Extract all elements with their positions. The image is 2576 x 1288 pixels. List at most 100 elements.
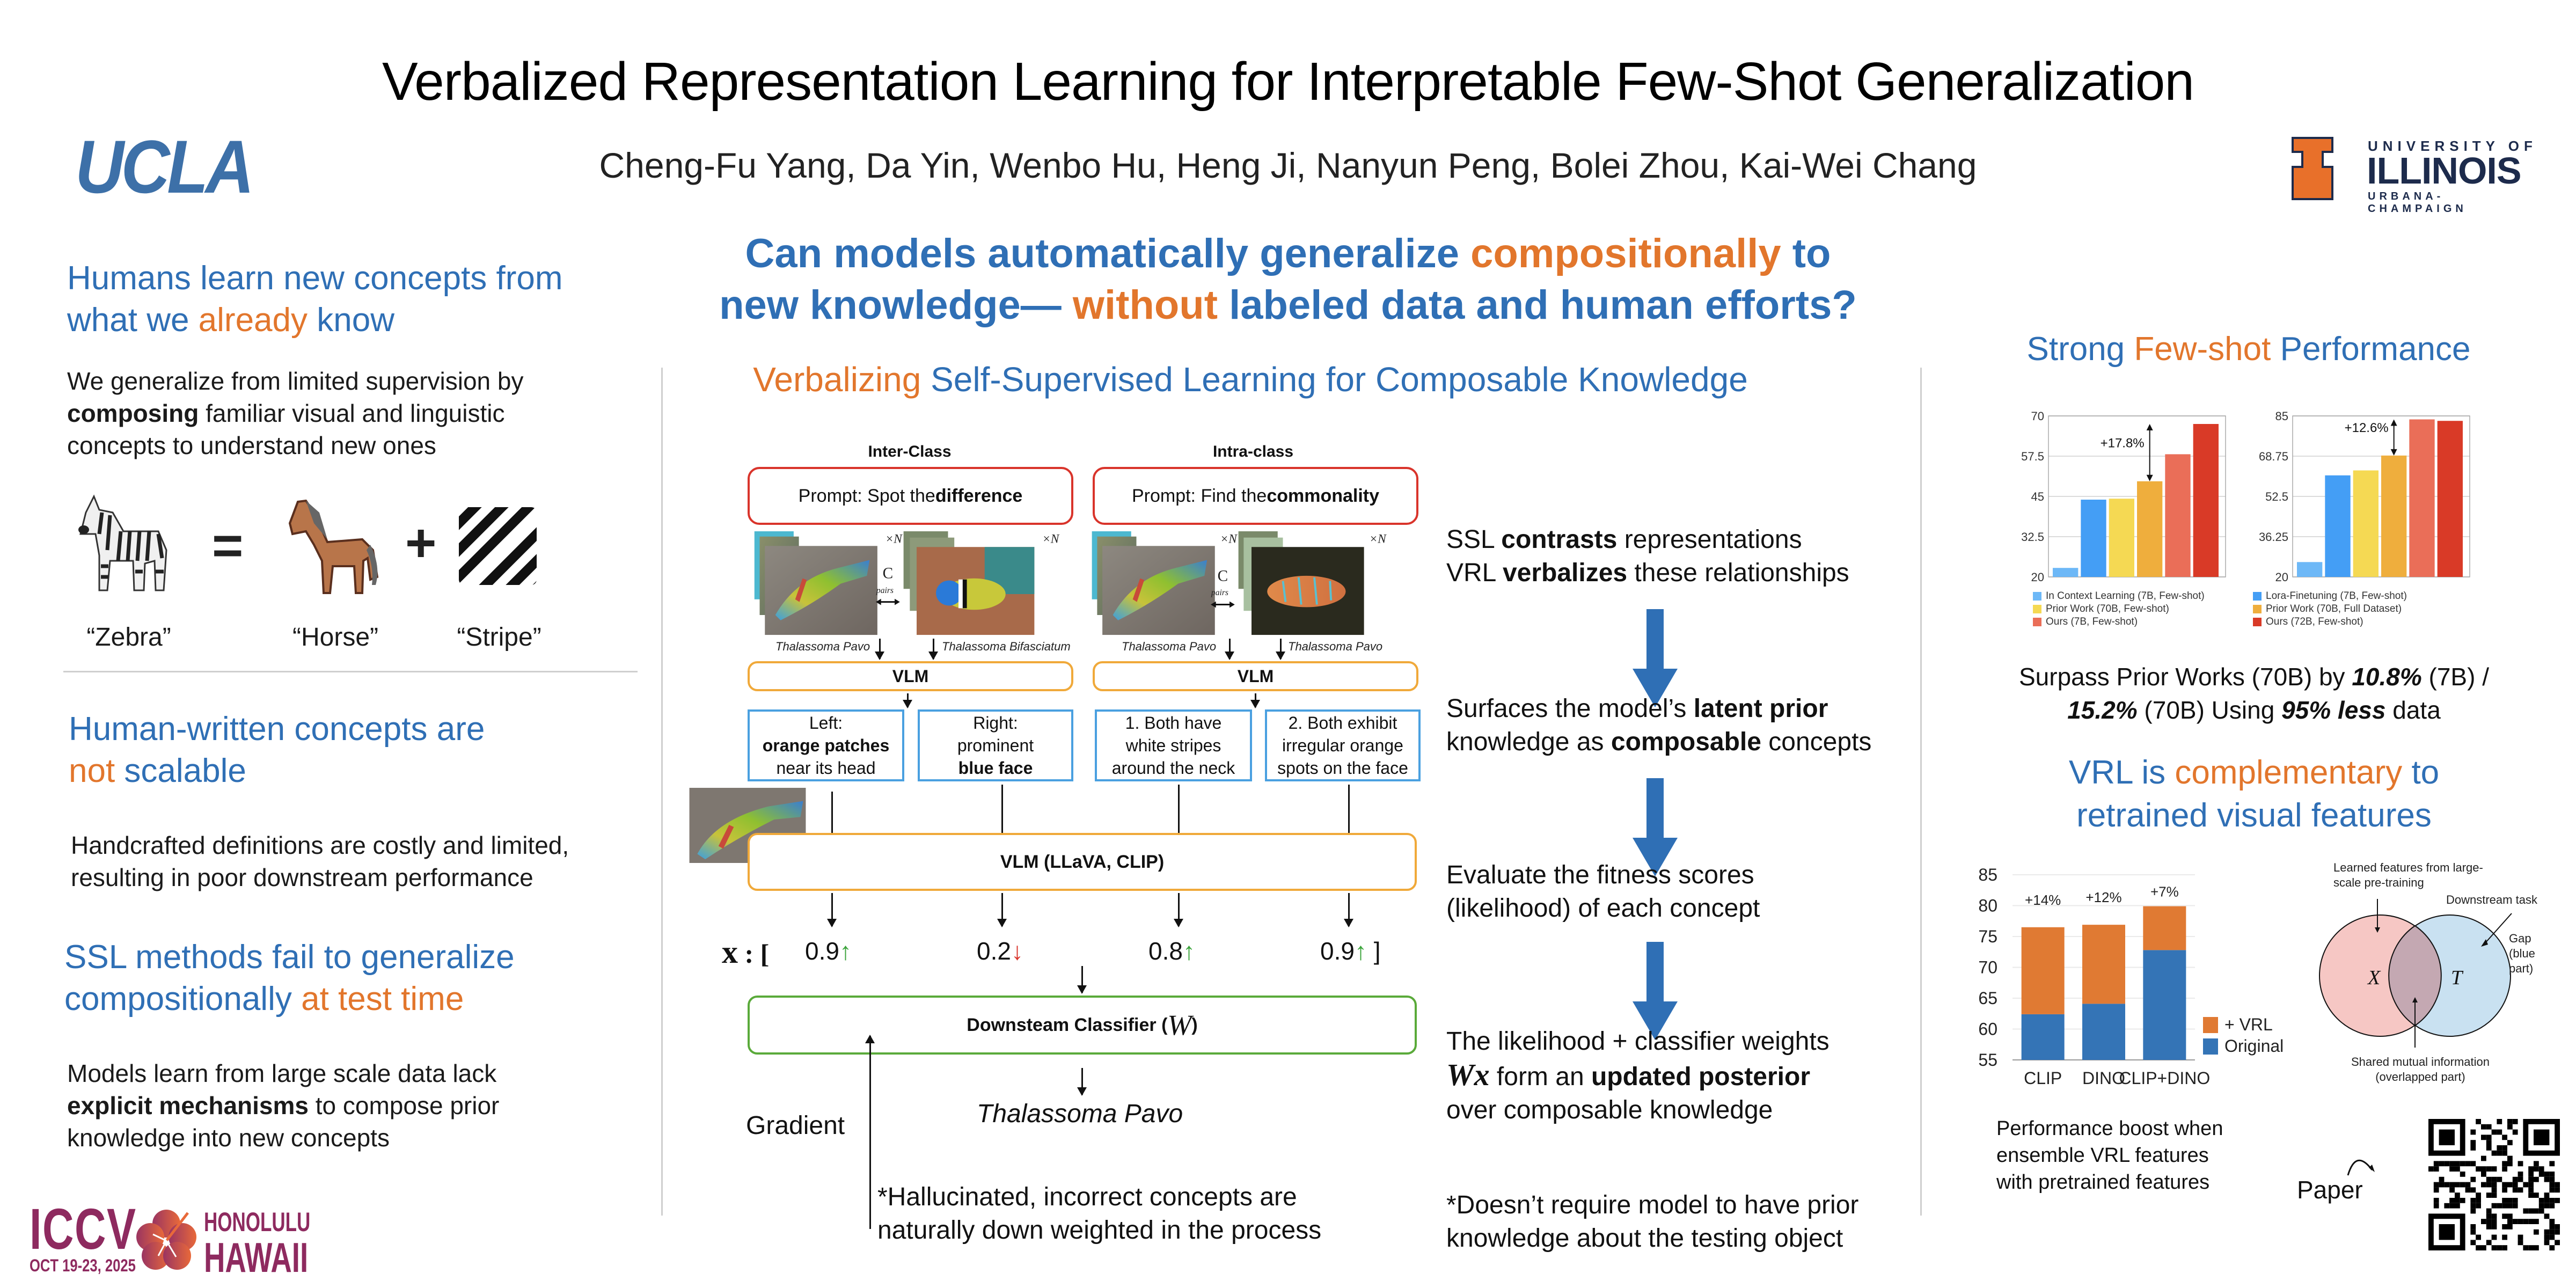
qr-module bbox=[2439, 1182, 2445, 1188]
concept-line: spots on the face bbox=[1277, 758, 1408, 778]
qr-module bbox=[2449, 1203, 2455, 1209]
classifier-text: Downsteam Classifier ( bbox=[967, 1014, 1168, 1035]
qr-module bbox=[2497, 1203, 2502, 1209]
qr-module bbox=[2549, 1182, 2555, 1188]
fish-caption-3: Thalassoma Pavo bbox=[1122, 640, 1217, 653]
y-tick-label: 65 bbox=[1978, 989, 1997, 1008]
qr-module bbox=[2523, 1208, 2529, 1214]
predicted-class: Thalassoma Pavo bbox=[977, 1100, 1183, 1128]
legend-label: Prior Work (70B, Full Dataset) bbox=[2266, 603, 2402, 614]
qr-module bbox=[2518, 1161, 2523, 1167]
boost-line: Performance boost when bbox=[1996, 1117, 2223, 1140]
step-text: VRL bbox=[1446, 559, 1503, 587]
qr-module bbox=[2502, 1245, 2507, 1250]
qr-module bbox=[2534, 1161, 2539, 1167]
step-text: SSL bbox=[1446, 525, 1502, 554]
bar-5 bbox=[2165, 454, 2191, 577]
qr-module bbox=[2502, 1166, 2507, 1172]
qr-module bbox=[2544, 1198, 2550, 1203]
qr-module bbox=[2470, 1203, 2476, 1209]
qr-module bbox=[2476, 1119, 2481, 1124]
score-value: 0.8 bbox=[1148, 937, 1183, 965]
summary-text: Surpass Prior Works (70B) by 10.8% (7B) … bbox=[1953, 660, 2555, 727]
heading-line: Humans learn new concepts from bbox=[67, 260, 563, 297]
step-text: (likelihood) of each concept bbox=[1446, 894, 1760, 923]
flow-arrow-down-icon bbox=[1633, 609, 1678, 707]
bar-1 bbox=[2053, 568, 2079, 577]
qr-module bbox=[2528, 1166, 2534, 1172]
qr-module bbox=[2491, 1176, 2497, 1182]
heading-text: to bbox=[2402, 754, 2440, 791]
qr-module bbox=[2544, 1229, 2550, 1235]
qr-module bbox=[2444, 1182, 2450, 1188]
bar-6 bbox=[2437, 421, 2463, 577]
qr-module bbox=[2497, 1129, 2502, 1135]
concept-line: Right: bbox=[973, 713, 1018, 733]
step-bold: latent prior bbox=[1693, 694, 1828, 723]
qr-module bbox=[2523, 1182, 2529, 1188]
body-humans-learn: We generalize from limited supervision b… bbox=[67, 365, 524, 462]
fish-stack-pavo-1 bbox=[754, 531, 877, 635]
zebra-icon bbox=[78, 494, 167, 591]
qr-module bbox=[2497, 1245, 2502, 1250]
qr-module bbox=[2470, 1176, 2476, 1182]
illinois-line1: UNIVERSITY OF bbox=[2368, 138, 2537, 154]
qr-module bbox=[2502, 1150, 2507, 1156]
gradient-arrow-head-icon bbox=[865, 1035, 875, 1043]
heading-line: SSL methods fail to generalize bbox=[64, 939, 515, 976]
y-tick-label: 57.5 bbox=[2021, 450, 2044, 463]
qr-module bbox=[2455, 1203, 2460, 1209]
qr-module bbox=[2544, 1213, 2550, 1219]
qr-module bbox=[2534, 1208, 2539, 1214]
gradient-label: Gradient bbox=[746, 1111, 845, 1140]
qr-module bbox=[2486, 1182, 2492, 1188]
arrow-down bbox=[1250, 693, 1260, 708]
pairs-symbol-2: C bbox=[1218, 568, 1228, 585]
bar-original-clip bbox=[2021, 1014, 2065, 1060]
central-question: Can models automatically generalize comp… bbox=[617, 228, 1959, 331]
concept-line: prominent bbox=[957, 736, 1034, 755]
times-n-1: ×N bbox=[885, 532, 903, 546]
annotation-arrow-head bbox=[2390, 449, 2397, 456]
down-arrow-icon: ↓ bbox=[1011, 937, 1023, 965]
qr-module bbox=[2534, 1219, 2539, 1224]
fish-caption-4: Thalassoma Pavo bbox=[1288, 640, 1383, 653]
qr-module bbox=[2449, 1198, 2455, 1203]
fish-stack-bifasciatum bbox=[903, 531, 1035, 635]
y-tick-label: 55 bbox=[1978, 1050, 1997, 1070]
body-human-written: Handcrafted definitions are costly and l… bbox=[71, 829, 569, 894]
bar-5 bbox=[2409, 419, 2435, 577]
venn-diagram bbox=[2319, 899, 2512, 1048]
qr-module bbox=[2502, 1198, 2507, 1203]
downstream-classifier-box: Downsteam Classifier (W) bbox=[748, 996, 1417, 1055]
heading-text: VRL is bbox=[2068, 754, 2175, 791]
qr-module bbox=[2476, 1245, 2481, 1250]
qr-module bbox=[2470, 1198, 2476, 1203]
qr-module bbox=[2497, 1176, 2502, 1182]
connector-line bbox=[1178, 785, 1180, 833]
gap-line: (blue bbox=[2509, 947, 2535, 960]
annotation-label: +12.6% bbox=[2345, 421, 2389, 435]
qr-module bbox=[2502, 1203, 2507, 1209]
arrow-down bbox=[827, 893, 837, 927]
body-ssl-fail: Models learn from large scale data lack … bbox=[67, 1057, 499, 1154]
qr-module bbox=[2512, 1182, 2518, 1188]
body-line: familiar visual and linguistic bbox=[199, 399, 505, 427]
qr-module bbox=[2512, 1198, 2518, 1203]
qr-module bbox=[2512, 1176, 2518, 1182]
qr-module bbox=[2507, 1203, 2513, 1209]
qr-module bbox=[2486, 1135, 2492, 1140]
qr-module bbox=[2455, 1182, 2460, 1188]
qr-module bbox=[2507, 1198, 2513, 1203]
qr-module bbox=[2476, 1192, 2481, 1198]
qr-module bbox=[2502, 1187, 2507, 1193]
heading-ssl-fail: SSL methods fail to generalize compositi… bbox=[64, 936, 515, 1020]
qr-module bbox=[2512, 1203, 2518, 1209]
qr-module bbox=[2534, 1166, 2539, 1172]
qr-module bbox=[2486, 1213, 2492, 1219]
qr-module bbox=[2476, 1198, 2481, 1203]
qr-finder bbox=[2439, 1129, 2455, 1145]
paper-qr-code[interactable] bbox=[2428, 1119, 2560, 1250]
